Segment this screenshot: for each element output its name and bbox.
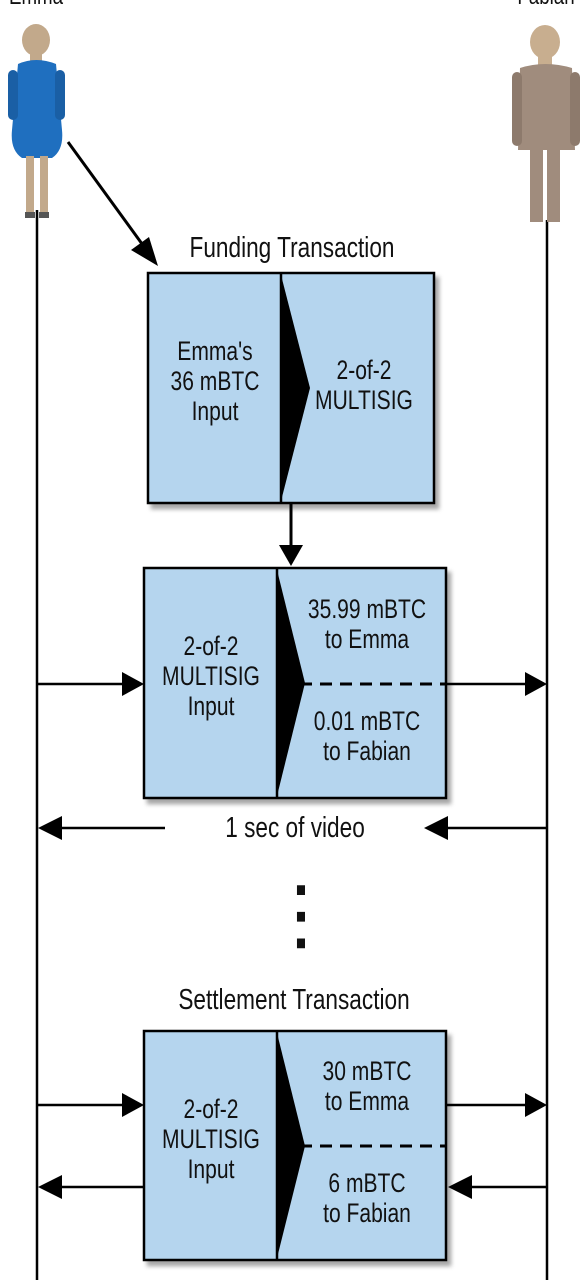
- emma-label: Emma: [5, 0, 67, 11]
- emma-to-settlement-arrowhead: [122, 1093, 144, 1117]
- commitment-chevron-icon: [277, 570, 305, 796]
- commitment-to-fabian-arrowhead: [525, 672, 547, 696]
- emma-to-funding-arrow: [66, 141, 147, 249]
- settlement-output-fabian-label: 6 mBTC to Fabian: [323, 1168, 411, 1229]
- settlement-chevron-icon: [277, 1033, 305, 1258]
- funding-chevron-icon: [281, 275, 310, 501]
- settlement-input-label: 2-of-2 MULTISIG Input: [162, 1094, 260, 1185]
- video-arrow-right-head: [424, 816, 448, 840]
- settlement-to-emma-arrowhead: [38, 1175, 62, 1199]
- commitment-output-emma-label: 35.99 mBTC to Emma: [307, 594, 427, 655]
- emma-to-commitment-arrowhead: [122, 672, 144, 696]
- funding-to-commitment-arrowhead: [279, 545, 303, 566]
- settlement-transaction-title: Settlement Transaction: [178, 984, 410, 1016]
- ellipsis-icon: ⋮: [262, 870, 340, 960]
- funding-transaction-title: Funding Transaction: [189, 232, 395, 264]
- fabian-to-settlement-arrowhead: [448, 1175, 472, 1199]
- video-arrow-left-head: [38, 816, 62, 840]
- funding-output-label: 2-of-2 MULTISIG: [315, 355, 413, 416]
- emma-to-funding-arrowhead: [131, 237, 158, 266]
- video-message-label: 1 sec of video: [225, 812, 365, 844]
- funding-input-label: Emma's 36 mBTC Input: [170, 336, 260, 427]
- settlement-output-emma-label: 30 mBTC to Emma: [322, 1056, 412, 1117]
- settlement-transaction-box: [142, 1029, 448, 1262]
- fabian-figure-icon: [512, 25, 580, 222]
- fabian-label: Fabian: [510, 0, 581, 11]
- settlement-to-fabian-arrowhead: [525, 1093, 547, 1117]
- commitment-output-fabian-label: 0.01 mBTC to Fabian: [313, 706, 421, 767]
- emma-figure-icon: [8, 24, 65, 218]
- commitment-input-label: 2-of-2 MULTISIG Input: [162, 631, 260, 722]
